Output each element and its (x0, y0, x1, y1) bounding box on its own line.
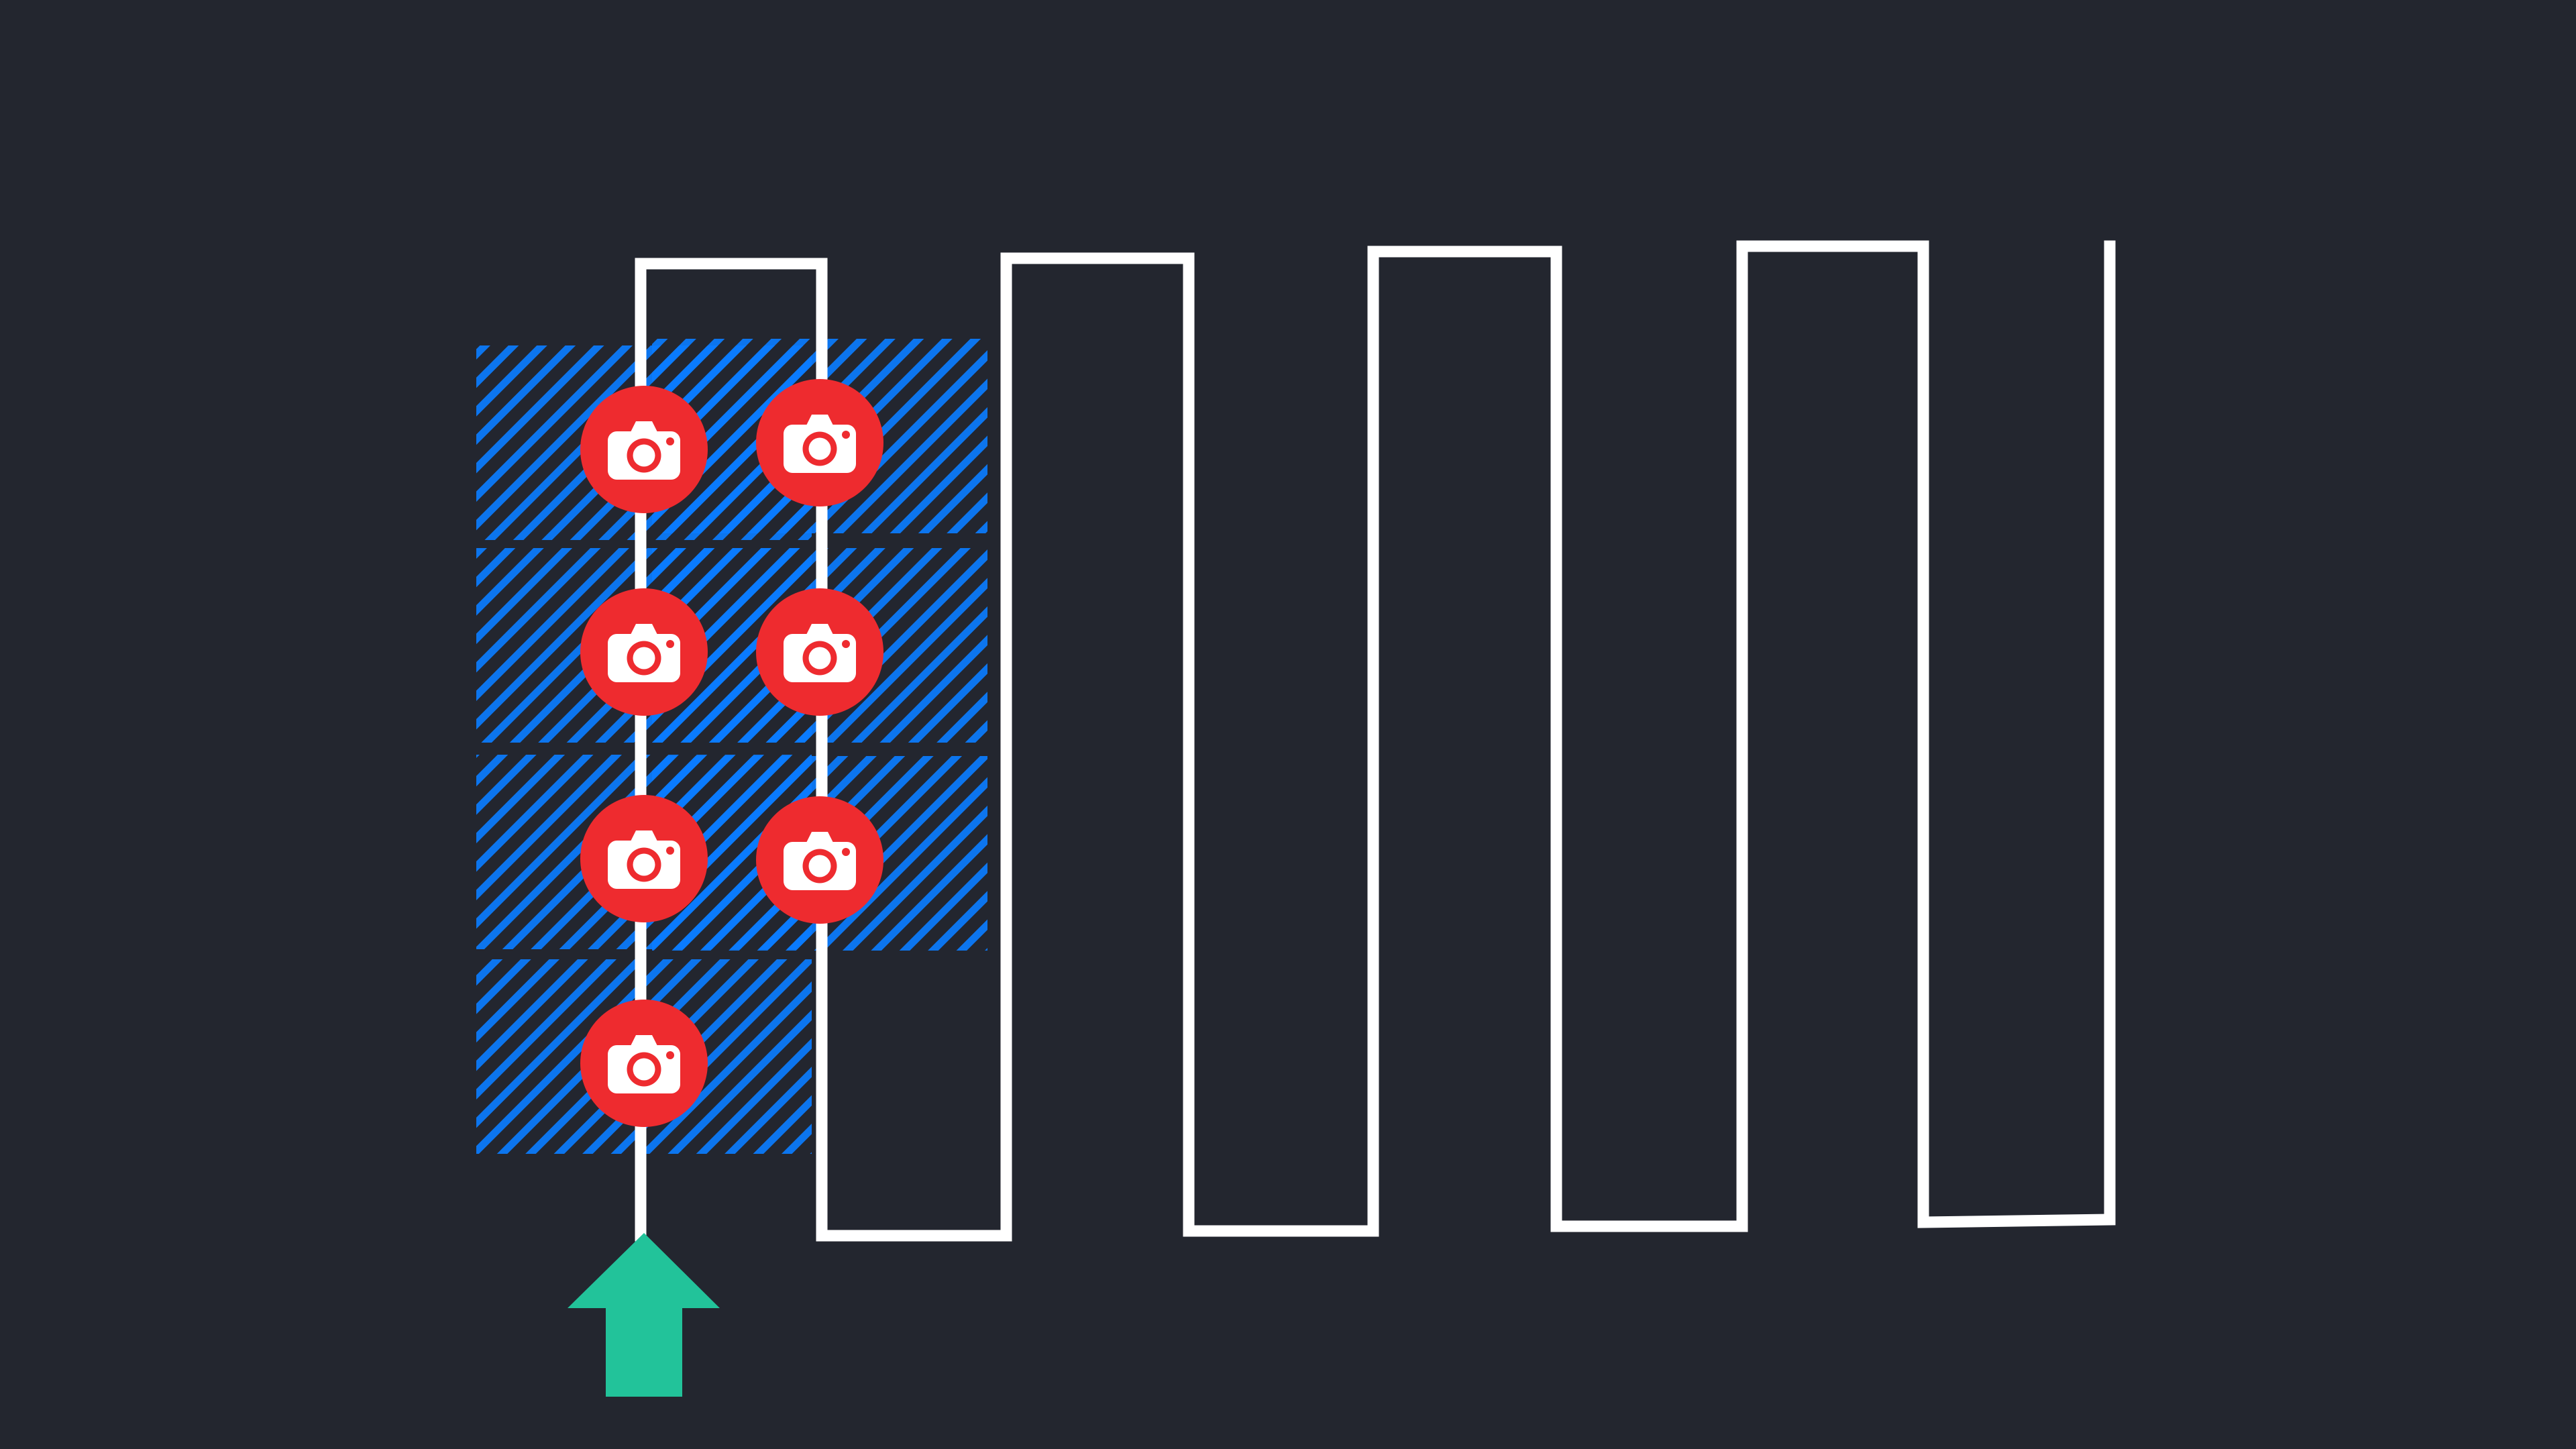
photo-marker (756, 796, 883, 924)
photo-marker (580, 795, 708, 922)
start-arrow (568, 1233, 720, 1397)
photo-marker (580, 1000, 708, 1127)
photo-marker (580, 386, 708, 513)
photo-marker (756, 588, 883, 716)
photo-markers (580, 379, 883, 1127)
arrow-up-icon (568, 1233, 720, 1397)
photo-marker (580, 588, 708, 716)
photo-marker (756, 379, 883, 506)
flight-path-line (635, 240, 2116, 1242)
